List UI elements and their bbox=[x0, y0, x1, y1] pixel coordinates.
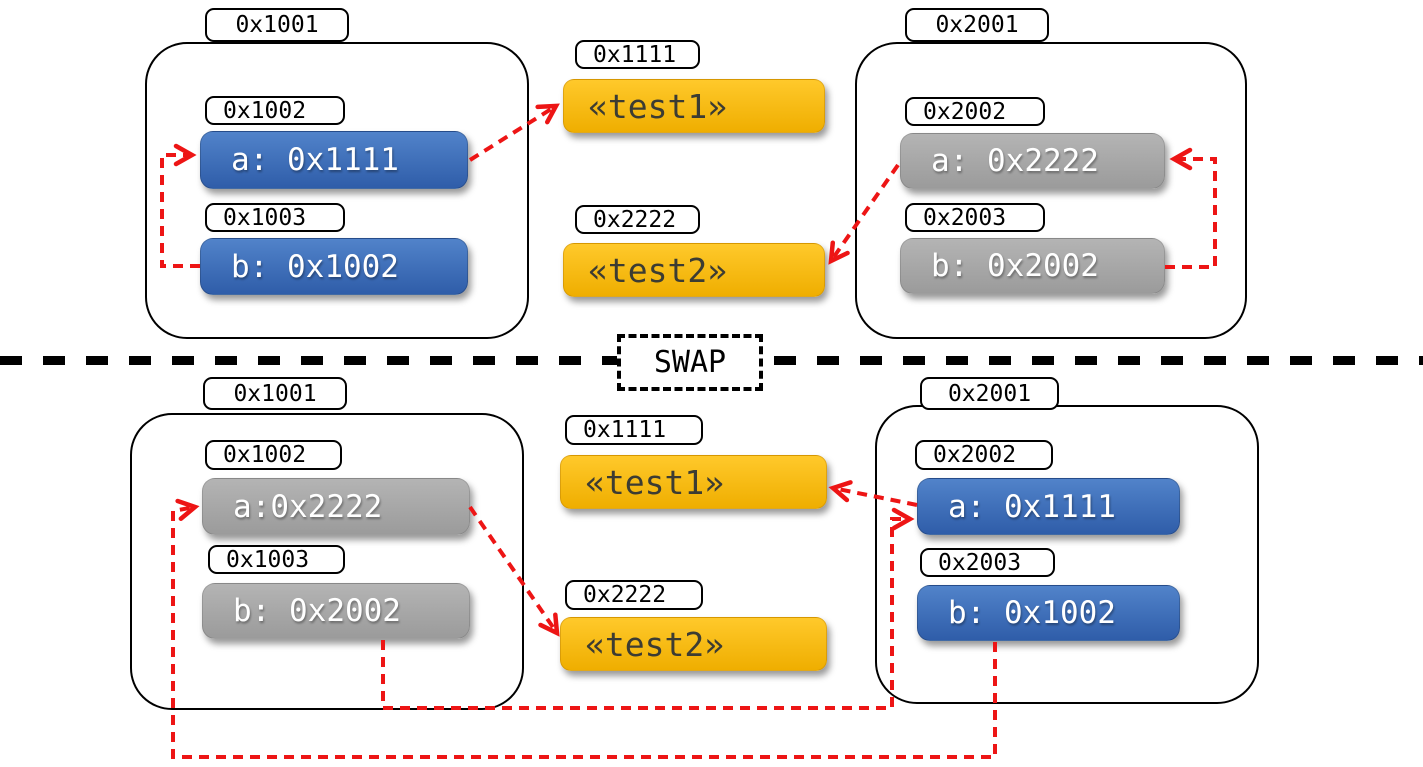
bottom-right-frame-address-tab: 0x2001 bbox=[920, 377, 1059, 410]
bottom-left-frame-address-tab: 0x1001 bbox=[203, 377, 347, 410]
bottom-left-slot-b-address: 0x1003 bbox=[208, 545, 345, 574]
top-heap-test1-value: «test1» bbox=[563, 79, 825, 133]
swap-label-box: SWAP bbox=[617, 334, 763, 391]
bottom-heap-test1-address: 0x1111 bbox=[565, 415, 703, 445]
top-right-slot-a-value: a: 0x2222 bbox=[900, 133, 1165, 189]
bottom-right-slot-a-address: 0x2002 bbox=[915, 440, 1053, 470]
top-left-slot-b-value: b: 0x1002 bbox=[200, 238, 468, 295]
bottom-right-slot-a-value: a: 0x1111 bbox=[917, 478, 1180, 535]
top-right-frame-address-tab: 0x2001 bbox=[905, 8, 1049, 42]
top-left-slot-a-address: 0x1002 bbox=[205, 96, 345, 125]
top-left-slot-b-address: 0x1003 bbox=[205, 203, 345, 232]
top-left-slot-a-value: a: 0x1111 bbox=[200, 131, 468, 189]
top-right-slot-b-address: 0x2003 bbox=[905, 203, 1045, 232]
frame-address: 0x1001 bbox=[235, 12, 319, 38]
frame-address: 0x2001 bbox=[935, 12, 1019, 38]
top-heap-test2-address: 0x2222 bbox=[575, 205, 700, 234]
top-left-frame-address-tab: 0x1001 bbox=[205, 8, 349, 42]
top-right-slot-b-value: b: 0x2002 bbox=[900, 238, 1165, 294]
top-stack-frame-right bbox=[855, 42, 1247, 339]
swap-label: SWAP bbox=[653, 345, 727, 380]
bottom-heap-test2-value: «test2» bbox=[560, 617, 827, 671]
top-heap-test2-value: «test2» bbox=[563, 243, 825, 297]
bottom-left-slot-a-address: 0x1002 bbox=[205, 440, 342, 470]
frame-address: 0x2001 bbox=[947, 380, 1032, 407]
bottom-right-slot-b-address: 0x2003 bbox=[920, 548, 1055, 577]
frame-address: 0x1001 bbox=[233, 380, 317, 407]
bottom-right-slot-b-value: b: 0x1002 bbox=[917, 585, 1180, 641]
bottom-heap-test2-address: 0x2222 bbox=[565, 580, 703, 610]
bottom-heap-test1-value: «test1» bbox=[560, 455, 827, 509]
top-heap-test1-address: 0x1111 bbox=[575, 40, 700, 69]
bottom-left-slot-b-value: b: 0x2002 bbox=[202, 583, 470, 639]
top-right-slot-a-address: 0x2002 bbox=[905, 97, 1045, 126]
bottom-left-slot-a-value: a:0x2222 bbox=[202, 478, 470, 535]
